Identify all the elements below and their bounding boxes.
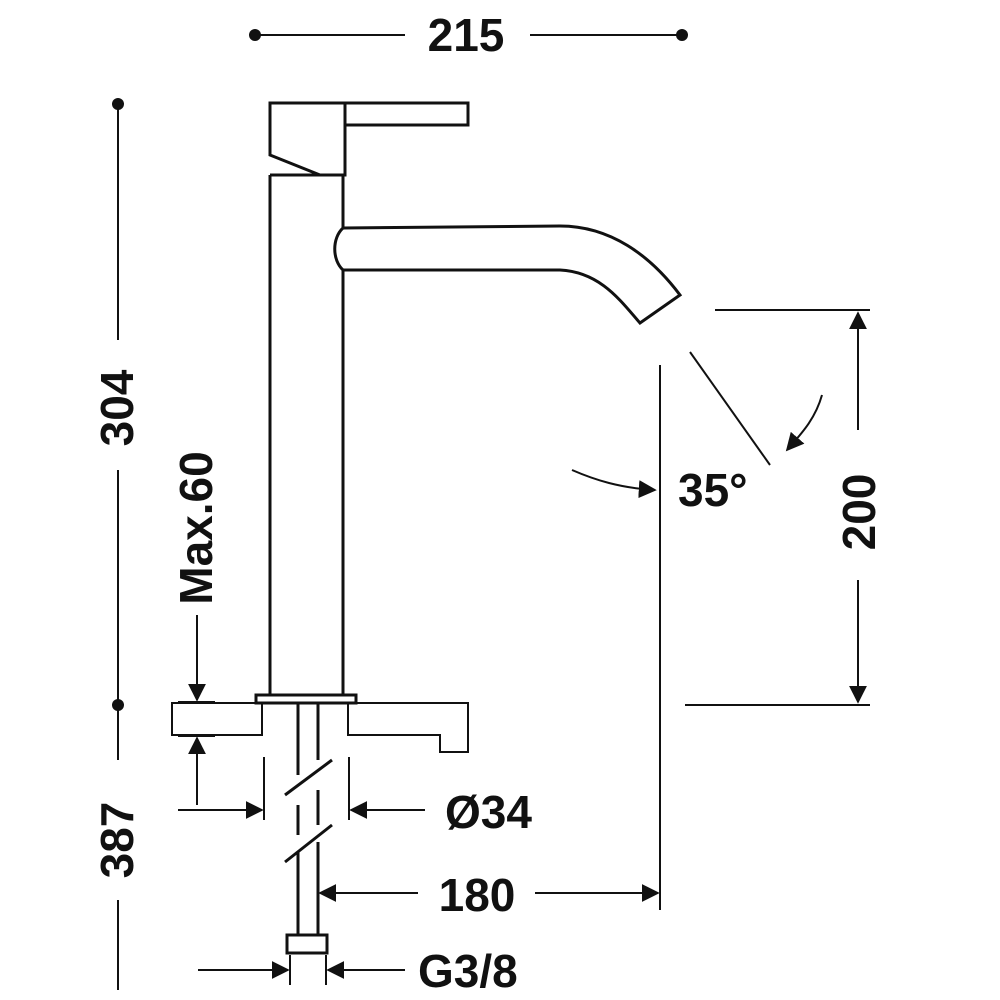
dimension-under-length: 387 <box>91 705 143 990</box>
faucet-outline <box>254 101 683 705</box>
label-spout-reach: 180 <box>439 869 516 921</box>
countertop <box>171 702 469 753</box>
dimension-connection: G3/8 <box>198 945 518 997</box>
dimension-total-height: 304 <box>91 98 143 711</box>
label-hole-diameter: Ø34 <box>445 786 532 838</box>
dimension-spout-height: 200 <box>685 309 885 706</box>
dimension-total-width: 215 <box>249 9 688 61</box>
label-total-width: 215 <box>428 9 505 61</box>
label-connection: G3/8 <box>418 945 518 997</box>
label-spout-angle: 35° <box>678 464 748 516</box>
dimension-hole-diameter: Ø34 <box>178 757 532 838</box>
angle-indicator: 35° <box>571 351 823 516</box>
label-spout-height: 200 <box>833 474 885 551</box>
label-under-length: 387 <box>91 802 143 879</box>
supply-pipe <box>284 703 333 955</box>
dimension-spout-reach: 180 <box>318 365 661 921</box>
label-total-height: 304 <box>91 369 143 446</box>
dimension-max-thickness: Max.60 <box>170 451 222 805</box>
label-max-thickness: Max.60 <box>170 451 222 604</box>
